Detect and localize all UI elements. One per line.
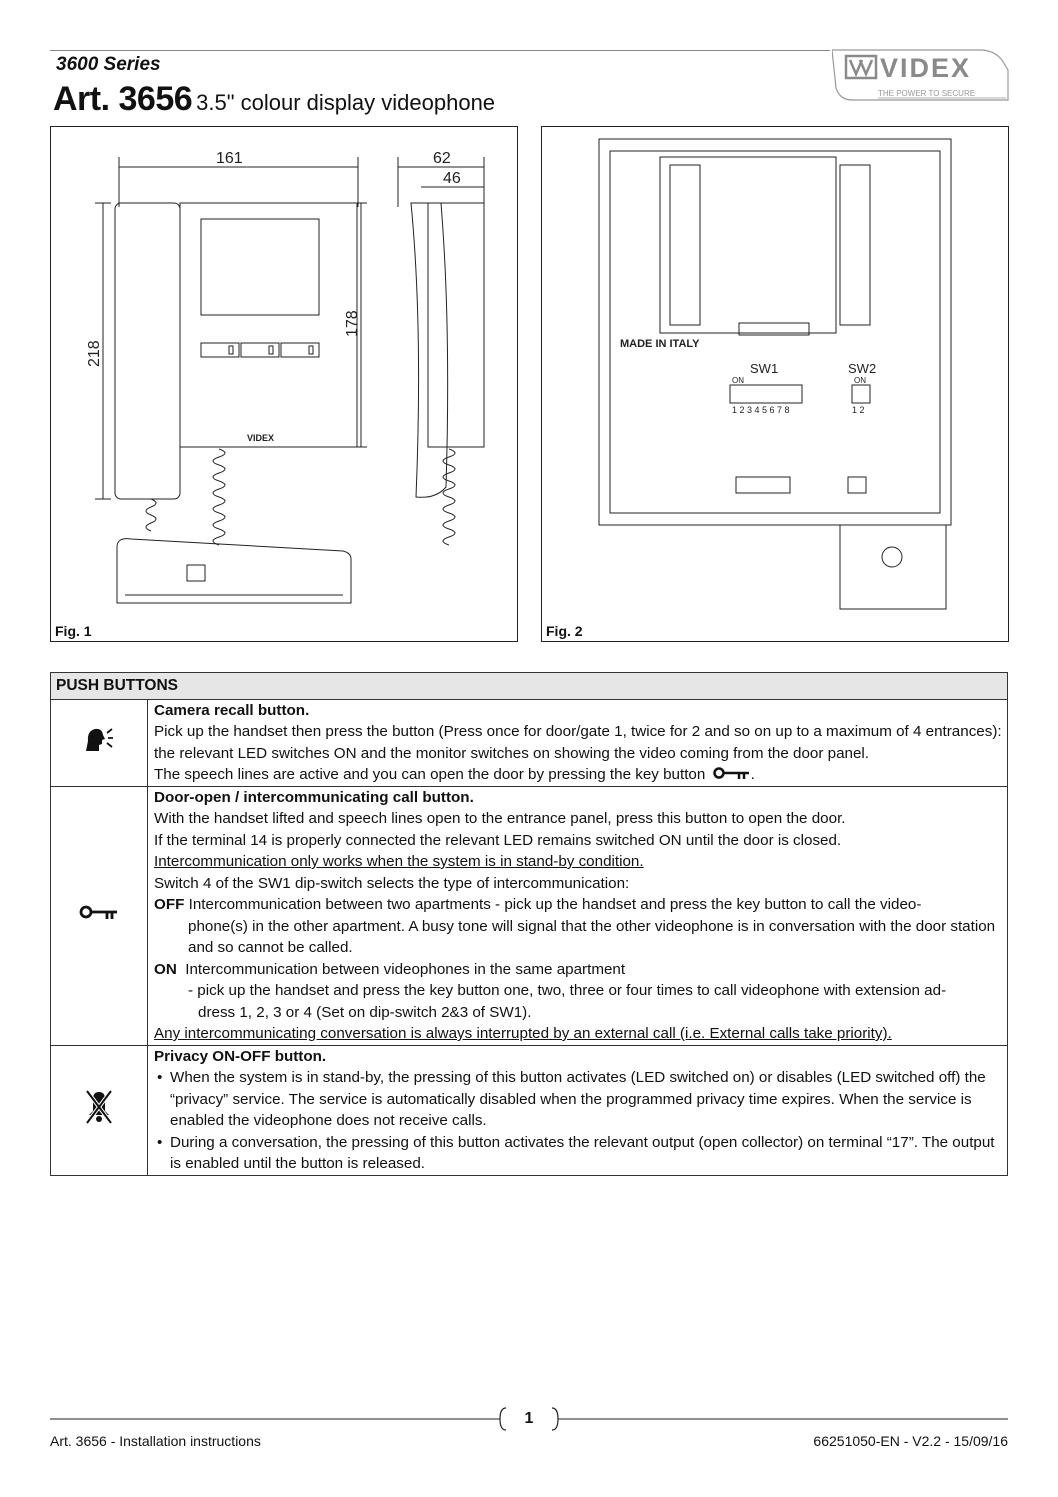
door-open-line-1: With the handset lifted and speech lines… [154, 810, 846, 827]
brand-name: VIDEX [880, 53, 971, 83]
made-in-label: MADE IN ITALY [620, 338, 700, 350]
camera-recall-icon [86, 728, 113, 752]
camera-recall-description: Camera recall button. Pick up the handse… [147, 698, 1008, 787]
device-brand: VIDEX [247, 433, 274, 443]
sw2-on-label: ON [854, 376, 866, 385]
videx-logo: VIDEX THE POWER TO SECURE [832, 49, 1009, 101]
page-number: 1 [524, 1410, 534, 1427]
table-row: Door-open / intercommunicating call butt… [50, 785, 1008, 1046]
camera-recall-text: Pick up the handset then press the butto… [154, 723, 1002, 762]
privacy-description: Privacy ON-OFF button. When the system i… [147, 1044, 1008, 1176]
figure-1-caption: Fig. 1 [55, 623, 92, 639]
dim-width: 161 [216, 150, 243, 167]
sw2-label: SW2 [848, 361, 876, 376]
series-label: 3600 Series [56, 54, 161, 75]
dim-height: 218 [86, 340, 103, 367]
videophone-dimension-drawing: 161 218 178 62 46 VIDEX [86, 150, 485, 604]
door-open-line-4: Switch 4 of the SW1 dip-switch selects t… [154, 874, 630, 892]
brand-tagline: THE POWER TO SECURE [878, 89, 975, 98]
sw1-label: SW1 [750, 361, 778, 376]
figure-1: 161 218 178 62 46 VIDEX Fig. 1 [50, 126, 518, 642]
table-row: Camera recall button. Pick up the handse… [50, 698, 1008, 787]
icon-cell [50, 785, 148, 1046]
footer-rule [50, 1407, 1008, 1431]
sw2-numbers: 1 2 [852, 405, 865, 415]
table-row: Privacy ON-OFF button. When the system i… [50, 1044, 1008, 1176]
privacy-title: Privacy ON-OFF button. [154, 1047, 327, 1065]
door-open-line-3: Intercommunication only works when the s… [154, 853, 644, 870]
list-item: During a conversation, the pressing of t… [157, 1132, 1003, 1175]
door-open-line-2: If the terminal 14 is properly connected… [154, 831, 842, 849]
sw1-on-label: ON [732, 376, 744, 385]
footer-right: 66251050-EN - V2.2 - 15/09/16 [813, 1433, 1008, 1449]
privacy-icon [85, 1089, 113, 1124]
on-mode: ON Intercommunication between videophone… [154, 960, 626, 978]
product-name: 3.5" colour display videophone [196, 90, 496, 115]
door-open-description: Door-open / intercommunicating call butt… [147, 785, 1008, 1046]
on-mode-cont: - pick up the handset and press the key … [188, 982, 947, 999]
off-mode: OFF Intercommunication between two apart… [154, 896, 922, 913]
figure-2: MADE IN ITALY SW1 SW2 ON ON 1 2 3 4 5 6 … [541, 126, 1009, 642]
rear-panel-drawing: MADE IN ITALY SW1 SW2 ON ON 1 2 3 4 5 6 … [598, 138, 952, 610]
table-heading: PUSH BUTTONS [50, 672, 1008, 700]
camera-recall-text-2: The speech lines are active and you can … [154, 766, 755, 783]
door-open-line-5: Any intercommunicating conversation is a… [154, 1025, 892, 1042]
table-header-row: PUSH BUTTONS [50, 672, 1008, 700]
header-rule [50, 50, 830, 51]
key-icon [79, 905, 117, 920]
dim-screen-height: 178 [344, 310, 361, 337]
icon-cell [50, 698, 148, 787]
push-buttons-table: PUSH BUTTONS Camera recall button. Pick … [50, 672, 1008, 1176]
off-mode-cont: phone(s) in the other apartment. A busy … [188, 917, 996, 957]
sw1-numbers: 1 2 3 4 5 6 7 8 [732, 405, 790, 415]
camera-recall-title: Camera recall button. [154, 701, 310, 719]
list-item: When the system is in stand-by, the pres… [157, 1067, 1003, 1132]
dim-depth: 62 [433, 150, 451, 167]
icon-cell [50, 1044, 148, 1176]
dim-depth-inner: 46 [443, 170, 461, 187]
figure-2-caption: Fig. 2 [546, 623, 583, 639]
privacy-list: When the system is in stand-by, the pres… [154, 1067, 1003, 1175]
art-number: Art. 3656 [53, 80, 193, 118]
on-mode-cont-2: dress 1, 2, 3 or 4 (Set on dip-switch 2&… [198, 1003, 532, 1021]
footer-left: Art. 3656 - Installation instructions [50, 1433, 261, 1449]
door-open-title: Door-open / intercommunicating call butt… [154, 788, 474, 806]
key-icon [712, 767, 749, 779]
